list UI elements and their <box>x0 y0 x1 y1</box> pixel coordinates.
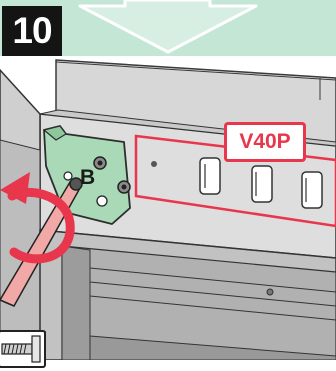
bracket-letter: B <box>80 166 95 190</box>
cabinet-illustration <box>0 56 336 360</box>
part-number-label: V40P <box>224 122 306 162</box>
step-number-badge: 10 <box>2 6 62 56</box>
screw-icon <box>0 332 44 366</box>
screw-inset <box>0 330 46 368</box>
